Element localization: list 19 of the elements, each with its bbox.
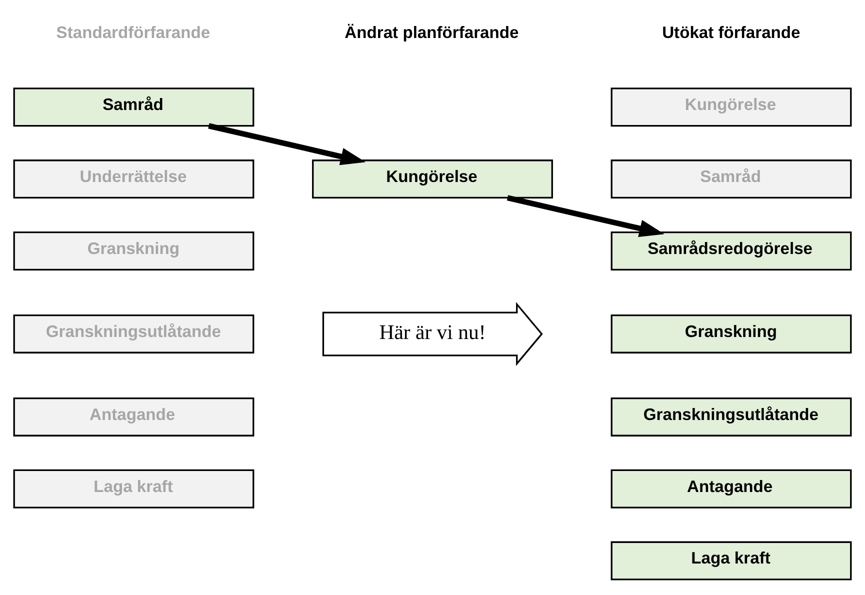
node-box: Granskningsutlåtande (13, 314, 254, 353)
node-box: Samråd (610, 159, 852, 198)
node-box: Granskning (13, 230, 254, 270)
node-box: Kungörelse (312, 159, 553, 198)
arrow (208, 122, 366, 165)
label: Ändrat planförfarande (344, 22, 519, 42)
label: Utökat förfarande (662, 22, 800, 42)
arrow (506, 194, 664, 236)
node-box: Underrättelse (13, 159, 254, 198)
node-box: Kungörelse (610, 87, 852, 126)
node-box: Antagande (610, 468, 852, 508)
node-box: Granskningsutlåtande (610, 396, 852, 436)
label: Standardförfarande (56, 22, 210, 42)
node-box: Laga kraft (610, 540, 852, 580)
node-box: Granskning (610, 314, 852, 353)
node-box: Samrådsredogörelse (610, 230, 852, 270)
node-box: Antagande (13, 396, 254, 436)
node-box: Samråd (13, 87, 254, 126)
node-box: Laga kraft (13, 468, 254, 508)
